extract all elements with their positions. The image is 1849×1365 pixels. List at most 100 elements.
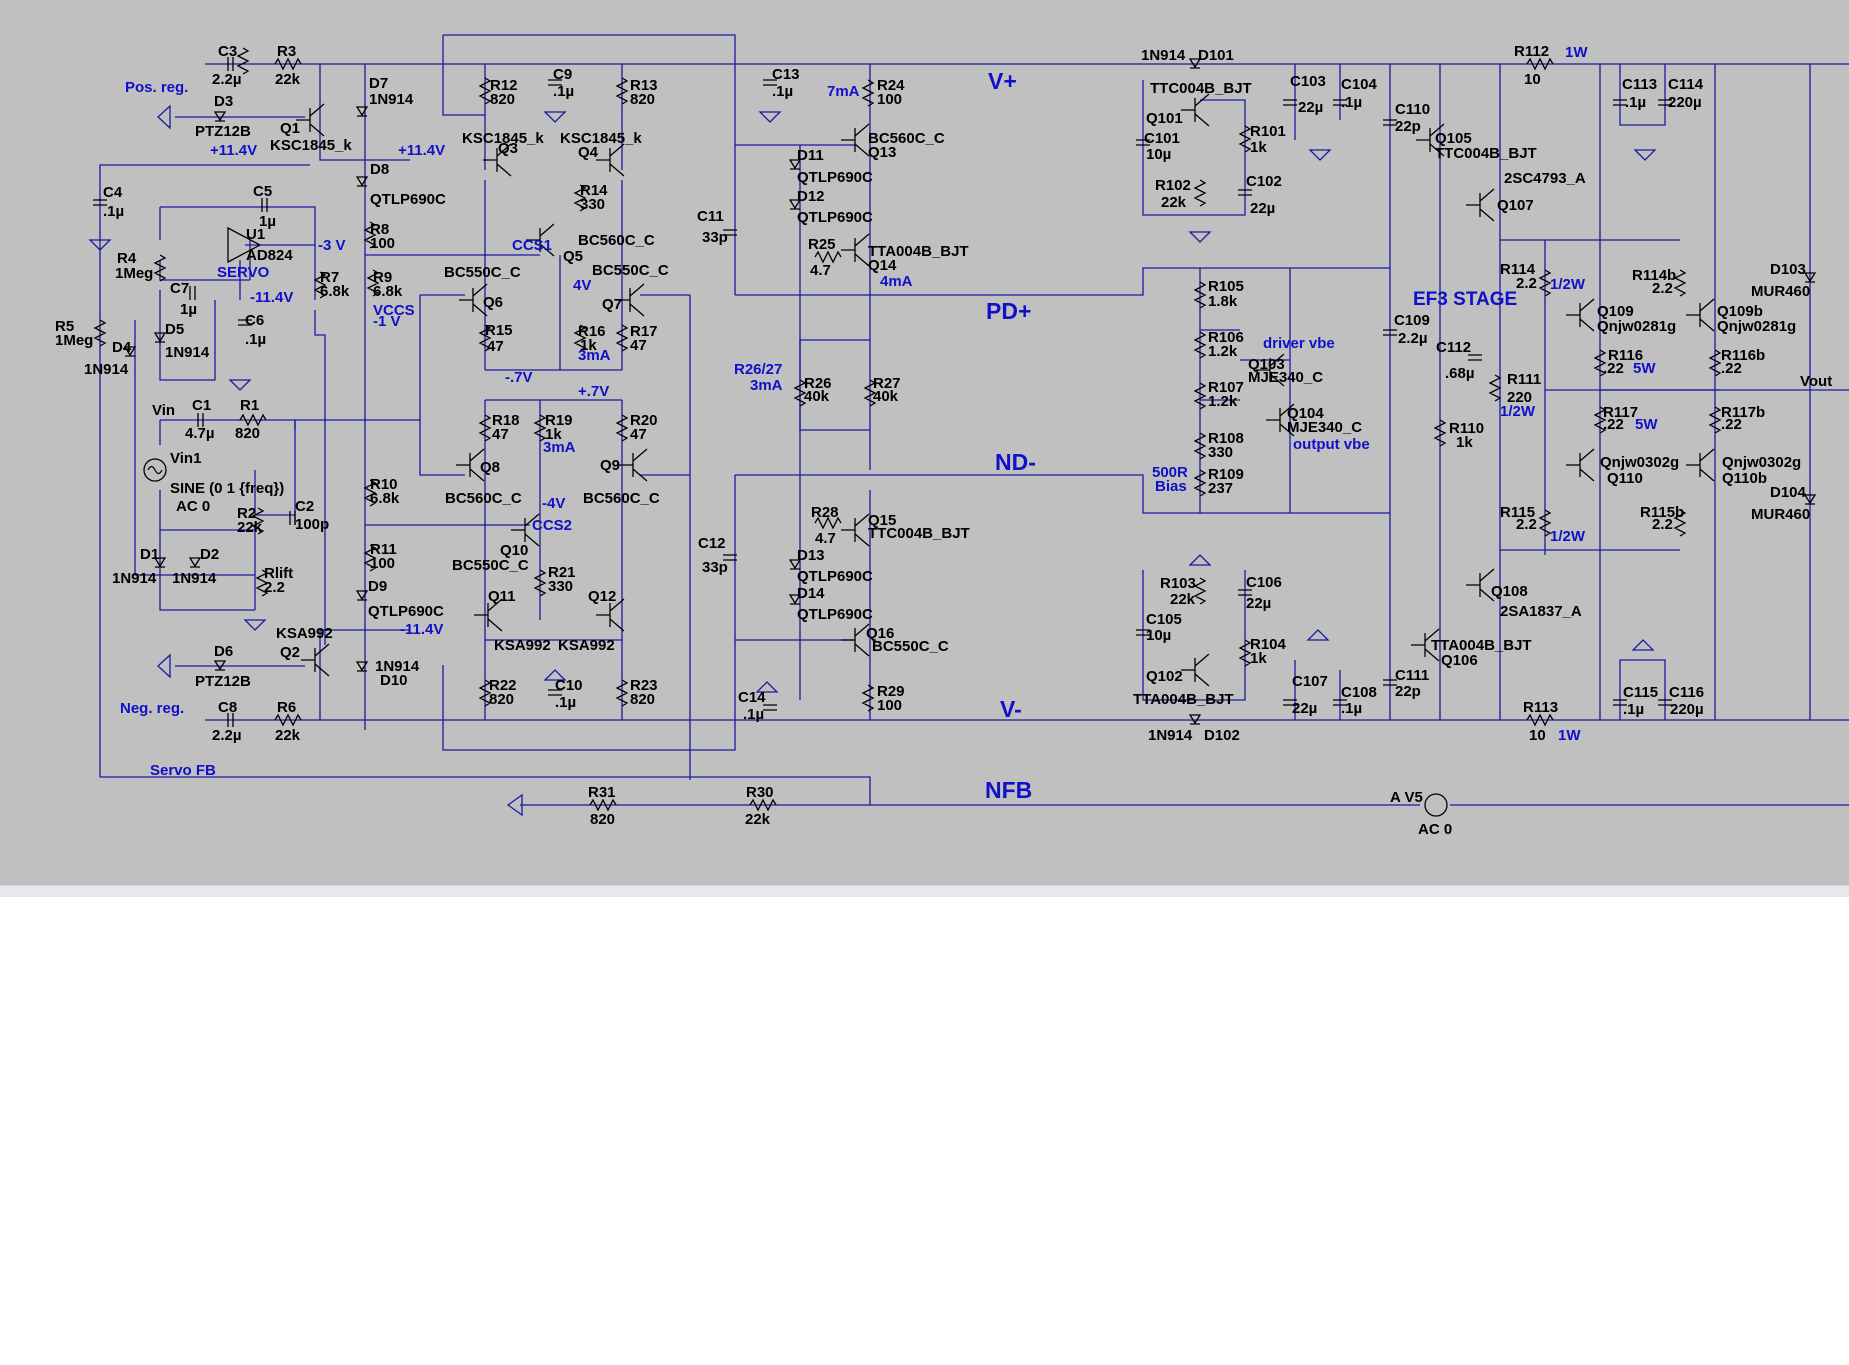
v5-ac-source[interactable] (1424, 793, 1448, 817)
transistor-symbol[interactable] (474, 598, 503, 632)
capacitor-symbol[interactable] (1283, 699, 1297, 706)
capacitor-symbol[interactable] (1238, 189, 1252, 196)
transistor-symbol[interactable] (296, 103, 325, 137)
capacitor-symbol[interactable] (763, 704, 777, 711)
diode-symbol[interactable] (153, 332, 167, 343)
capacitor-symbol[interactable] (1613, 699, 1627, 706)
transistor-symbol[interactable] (596, 143, 625, 177)
capacitor-symbol[interactable] (723, 229, 737, 236)
capacitor-symbol[interactable] (1383, 679, 1397, 686)
label-d2: D2 (200, 546, 219, 563)
capacitor-symbol[interactable] (723, 554, 737, 561)
capacitor-symbol[interactable] (1238, 589, 1252, 596)
diode-symbol[interactable] (213, 660, 227, 671)
transistor-symbol[interactable] (841, 623, 870, 657)
label-d12: D12 (797, 188, 825, 205)
transistor-symbol[interactable] (616, 283, 645, 317)
diode-symbol[interactable] (788, 559, 802, 570)
capacitor-symbol[interactable] (93, 199, 107, 206)
capacitor-symbol[interactable] (1333, 699, 1347, 706)
transistor-symbol[interactable] (1181, 653, 1210, 687)
label-d8v: QTLP690C (370, 191, 446, 208)
diode-symbol[interactable] (1188, 714, 1202, 725)
diode-symbol[interactable] (355, 106, 369, 117)
diode-symbol[interactable] (788, 594, 802, 605)
diode-symbol[interactable] (123, 346, 137, 357)
label-hw2: 1/2W (1500, 403, 1536, 420)
transistor-symbol[interactable] (1256, 353, 1285, 387)
label-q11: Q11 (488, 588, 516, 605)
transistor-symbol[interactable] (456, 448, 485, 482)
capacitor-symbol[interactable] (763, 79, 777, 86)
transistor-symbol[interactable] (1266, 403, 1295, 437)
capacitor-symbol[interactable] (548, 79, 562, 86)
label-r107: R107 (1208, 379, 1244, 396)
diode-symbol[interactable] (188, 557, 202, 568)
capacitor-symbol[interactable] (1136, 139, 1150, 146)
transistor-symbol[interactable] (1566, 448, 1595, 482)
component-symbols (88, 47, 1817, 817)
capacitor-symbol[interactable] (238, 319, 252, 326)
label-r108: R108 (1208, 430, 1244, 447)
label-c113v: .1µ (1625, 94, 1646, 111)
transistor-symbol[interactable] (301, 643, 330, 677)
label-d2v: 1N914 (172, 570, 217, 587)
transistor-symbol[interactable] (596, 598, 625, 632)
label-d4: D4 (112, 339, 132, 356)
capacitor-symbol[interactable] (197, 413, 204, 427)
diode-symbol[interactable] (355, 661, 369, 672)
diode-symbol[interactable] (788, 199, 802, 210)
transistor-symbol[interactable] (841, 123, 870, 157)
diode-symbol[interactable] (1188, 58, 1202, 69)
label-r105v: 1.8k (1208, 293, 1238, 310)
capacitor-symbol[interactable] (227, 713, 234, 727)
label-q12v: KSA992 (558, 637, 615, 654)
capacitor-symbol[interactable] (227, 57, 234, 71)
label-c114v: 220µ (1668, 94, 1702, 111)
transistor-symbol[interactable] (459, 283, 488, 317)
transistor-symbol[interactable] (483, 143, 512, 177)
diode-symbol[interactable] (213, 111, 227, 122)
transistor-symbol[interactable] (1566, 298, 1595, 332)
transistor-symbol[interactable] (511, 513, 540, 547)
transistor-symbol[interactable] (619, 448, 648, 482)
capacitor-symbol[interactable] (1658, 99, 1672, 106)
capacitor-symbol[interactable] (1333, 99, 1347, 106)
vin1-sine-source[interactable] (143, 458, 167, 482)
transistor-symbol[interactable] (1466, 568, 1495, 602)
transistor-symbol[interactable] (1466, 188, 1495, 222)
diode-symbol[interactable] (788, 159, 802, 170)
transistor-symbol[interactable] (841, 513, 870, 547)
transistor-symbol[interactable] (526, 223, 555, 257)
diode-symbol[interactable] (355, 590, 369, 601)
capacitor-symbol[interactable] (1613, 99, 1627, 106)
capacitor-symbol[interactable] (1658, 699, 1672, 706)
capacitor-symbol[interactable] (1383, 119, 1397, 126)
capacitor-symbol[interactable] (1283, 99, 1297, 106)
transistor-symbol[interactable] (841, 233, 870, 267)
capacitor-symbol[interactable] (189, 286, 196, 300)
ground-icon (1188, 554, 1212, 566)
transistor-symbol[interactable] (1181, 93, 1210, 127)
capacitor-symbol[interactable] (1468, 354, 1482, 361)
capacitor-symbol[interactable] (261, 198, 268, 212)
capacitor-symbol[interactable] (1136, 629, 1150, 636)
capacitor-symbol[interactable] (1383, 329, 1397, 336)
op-amp-u1[interactable] (227, 226, 262, 264)
diode-symbol[interactable] (1803, 272, 1817, 283)
transistor-symbol[interactable] (1686, 448, 1715, 482)
transistor-symbol[interactable] (1416, 123, 1445, 157)
transistor-symbol[interactable] (1411, 628, 1440, 662)
capacitor-symbol[interactable] (548, 689, 562, 696)
diode-symbol[interactable] (1803, 494, 1817, 505)
diode-symbol[interactable] (153, 557, 167, 568)
label-q101: Q101 (1146, 110, 1183, 127)
transistor-symbol[interactable] (1686, 298, 1715, 332)
capacitor-symbol[interactable] (289, 511, 296, 525)
diode-symbol[interactable] (355, 176, 369, 187)
label-r109: R109 (1208, 466, 1244, 483)
label-r113v: 10 (1529, 727, 1546, 744)
